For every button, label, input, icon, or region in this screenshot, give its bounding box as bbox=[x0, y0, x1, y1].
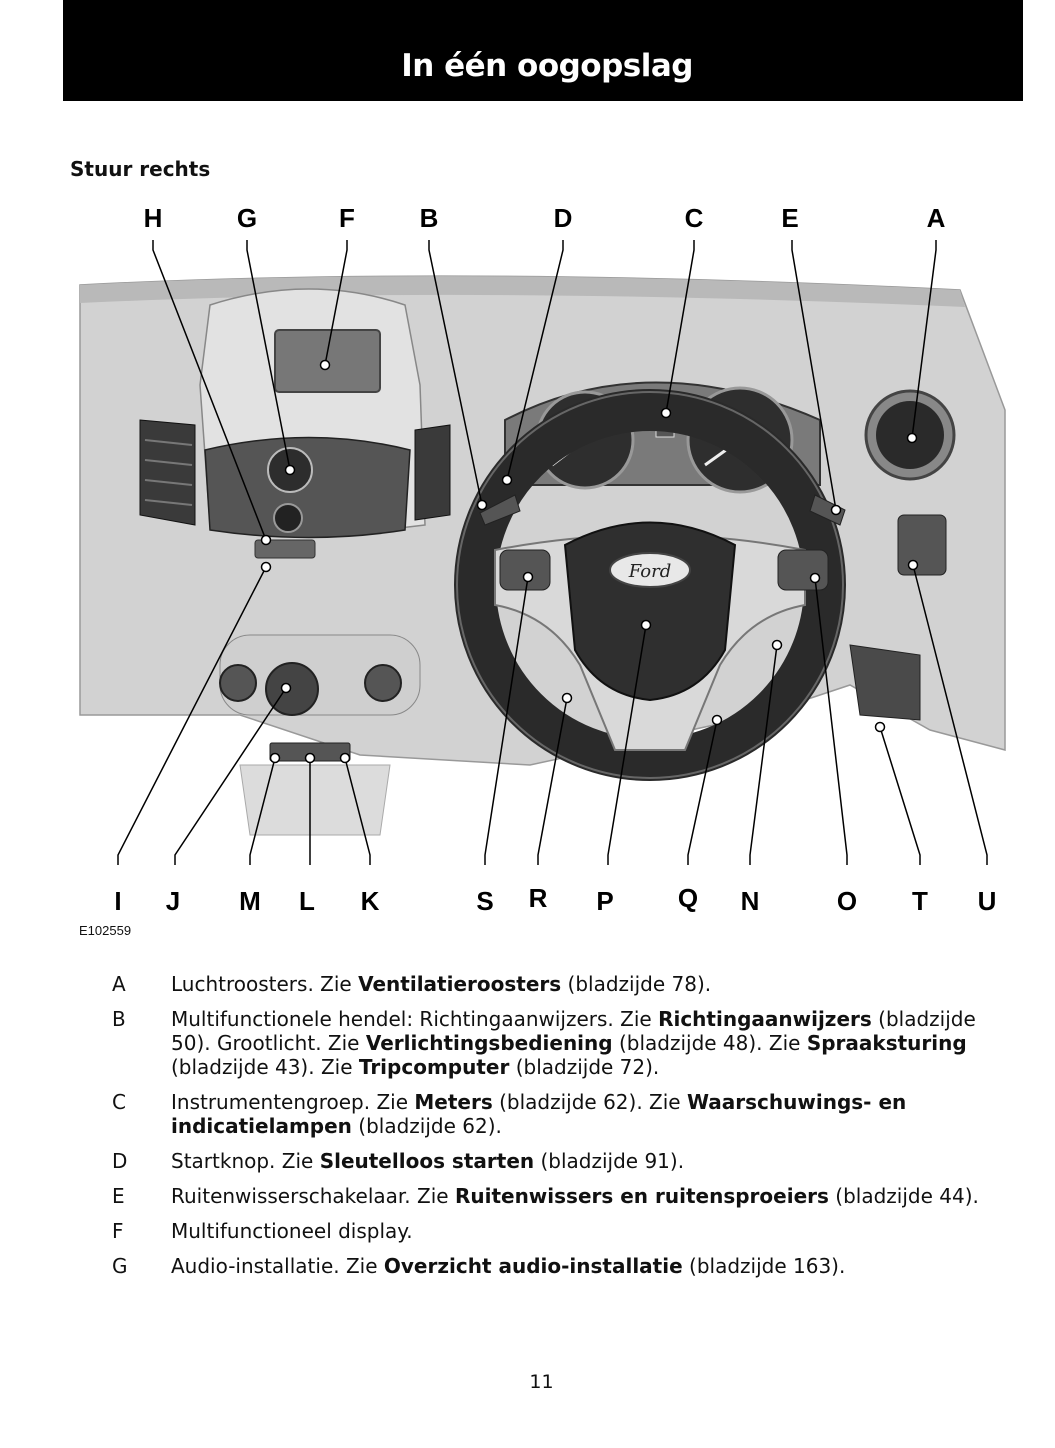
right-switch-panel bbox=[897, 514, 947, 576]
legend-key: E bbox=[112, 1184, 125, 1208]
legend-reference: Waarschuwings- en indicatielampen bbox=[171, 1090, 907, 1138]
audio-volume-knob bbox=[273, 503, 303, 533]
center-vent bbox=[414, 424, 451, 521]
right-wheel-controls bbox=[777, 549, 829, 591]
legend-text-part: (bladzijde 62). bbox=[351, 1114, 502, 1138]
callout-dots bbox=[260, 359, 919, 764]
callout-label-F: F bbox=[339, 203, 355, 233]
legend-row: G Audio-installatie. Zie Overzicht audio-… bbox=[100, 1254, 1020, 1278]
callout-label-N: N bbox=[741, 886, 760, 916]
legend-reference: Meters bbox=[414, 1090, 493, 1114]
legend-text-part: (bladzijde 50). Grootlicht. Zie bbox=[171, 1007, 976, 1055]
legend-text-part: (bladzijde 43). Zie bbox=[171, 1055, 359, 1079]
legend-reference: Spraaksturing bbox=[806, 1031, 967, 1055]
callout-label-I: I bbox=[114, 886, 121, 916]
legend-text: Ruitenwisserschakelaar. Zie Ruitenwisser… bbox=[171, 1184, 1020, 1208]
legend-text: Multifunctionele hendel: Richtingaanwijz… bbox=[171, 1007, 1020, 1079]
legend-text-part: (bladzijde 78). bbox=[561, 972, 712, 996]
legend-text: Luchtroosters. Zie Ventilatieroosters (b… bbox=[171, 972, 1020, 996]
ford-logo bbox=[609, 552, 691, 588]
image-code: E102559 bbox=[79, 923, 132, 938]
header-bar: In één oogopslag bbox=[63, 0, 1023, 101]
legend-text-part: (bladzijde 44). bbox=[828, 1184, 979, 1208]
legend-row: F Multifunctioneel display. bbox=[100, 1219, 1020, 1243]
callout-label-O: O bbox=[837, 886, 857, 916]
legend-key: G bbox=[112, 1254, 128, 1278]
legend-reference: Verlichtingsbediening bbox=[365, 1031, 613, 1055]
dashboard-top-edge bbox=[80, 276, 965, 307]
left-wheel-controls bbox=[499, 549, 551, 591]
callout-label-S: S bbox=[476, 886, 493, 916]
legend-text: Instrumentengroep. Zie Meters (bladzijde… bbox=[171, 1090, 1020, 1138]
page-title: In één oogopslag bbox=[401, 48, 693, 84]
legend-key: A bbox=[112, 972, 126, 996]
legend-reference: Overzicht audio-installatie bbox=[383, 1254, 683, 1278]
airbag-cover bbox=[563, 521, 737, 702]
legend-key: B bbox=[112, 1007, 126, 1031]
callout-label-Q: Q bbox=[678, 883, 698, 913]
left-stalk bbox=[479, 494, 521, 526]
callout-label-K: K bbox=[361, 886, 380, 916]
hazard-button-panel bbox=[254, 539, 316, 559]
legend-text-part: Instrumentengroep. Zie bbox=[171, 1090, 415, 1114]
callout-label-E: E bbox=[781, 203, 798, 233]
legend-text-part: (bladzijde 62). Zie bbox=[492, 1090, 687, 1114]
legend-text: Startknop. Zie Sleutelloos starten (blad… bbox=[171, 1149, 1020, 1173]
legend-key: C bbox=[112, 1090, 126, 1114]
left-vent bbox=[139, 419, 196, 526]
climate-knob-right bbox=[364, 664, 402, 702]
callout-label-G: G bbox=[237, 203, 257, 233]
legend-text-part: Audio-installatie. Zie bbox=[171, 1254, 384, 1278]
legend-reference: Sleutelloos starten bbox=[319, 1149, 535, 1173]
legend-text-part: Multifunctioneel display. bbox=[171, 1219, 413, 1243]
callout-label-L: L bbox=[299, 886, 315, 916]
legend-reference: Richtingaanwijzers bbox=[658, 1007, 872, 1031]
climate-knob-left bbox=[219, 664, 257, 702]
callout-label-B: B bbox=[420, 203, 439, 233]
legend-text: Audio-installatie. Zie Overzicht audio-i… bbox=[171, 1254, 1020, 1278]
lower-right-panel bbox=[849, 644, 921, 721]
legend-text: Multifunctioneel display. bbox=[171, 1219, 1020, 1243]
legend-list: A Luchtroosters. Zie Ventilatieroosters (… bbox=[100, 972, 1020, 1289]
leader-lines bbox=[117, 240, 988, 865]
legend-row: A Luchtroosters. Zie Ventilatieroosters (… bbox=[100, 972, 1020, 996]
ford-logo-text: Ford bbox=[628, 561, 671, 582]
legend-row: D Startknop. Zie Sleutelloos starten (bla… bbox=[100, 1149, 1020, 1173]
console-lower bbox=[239, 764, 391, 836]
callout-label-M: M bbox=[239, 886, 261, 916]
callout-label-R: R bbox=[529, 883, 548, 913]
legend-text-part: (bladzijde 72). bbox=[509, 1055, 660, 1079]
legend-reference: Ruitenwissers en ruitensproeiers bbox=[454, 1184, 829, 1208]
callout-label-A: A bbox=[927, 203, 946, 233]
dashboard-illustration: Ford bbox=[60, 195, 1020, 935]
legend-row: E Ruitenwisserschakelaar. Zie Ruitenwisse… bbox=[100, 1184, 1020, 1208]
page-number: 11 bbox=[529, 1371, 554, 1393]
callout-label-D: D bbox=[554, 203, 573, 233]
legend-reference: Tripcomputer bbox=[358, 1055, 510, 1079]
legend-text-part: Ruitenwisserschakelaar. Zie bbox=[171, 1184, 455, 1208]
callout-label-P: P bbox=[596, 886, 613, 916]
legend-key: D bbox=[112, 1149, 128, 1173]
legend-text-part: (bladzijde 91). bbox=[534, 1149, 685, 1173]
audio-panel bbox=[204, 436, 411, 539]
callout-label-U: U bbox=[978, 886, 997, 916]
legend-key: F bbox=[112, 1219, 124, 1243]
callout-label-J: J bbox=[166, 886, 180, 916]
legend-text-part: Multifunctionele hendel: Richtingaanwijz… bbox=[171, 1007, 659, 1031]
climate-knob-center bbox=[265, 662, 319, 716]
legend-row: B Multifunctionele hendel: Richtingaanwij… bbox=[100, 1007, 1020, 1079]
legend-text-part: (bladzijde 163). bbox=[682, 1254, 846, 1278]
callout-label-C: C bbox=[685, 203, 704, 233]
legend-text-part: Luchtroosters. Zie bbox=[171, 972, 359, 996]
legend-text-part: Startknop. Zie bbox=[171, 1149, 320, 1173]
legend-text-part: (bladzijde 48). Zie bbox=[612, 1031, 807, 1055]
legend-row: C Instrumentengroep. Zie Meters (bladzijd… bbox=[100, 1090, 1020, 1138]
callout-label-H: H bbox=[144, 203, 163, 233]
section-title: Stuur rechts bbox=[70, 157, 211, 181]
callout-label-T: T bbox=[912, 886, 928, 916]
legend-reference: Ventilatieroosters bbox=[358, 972, 562, 996]
